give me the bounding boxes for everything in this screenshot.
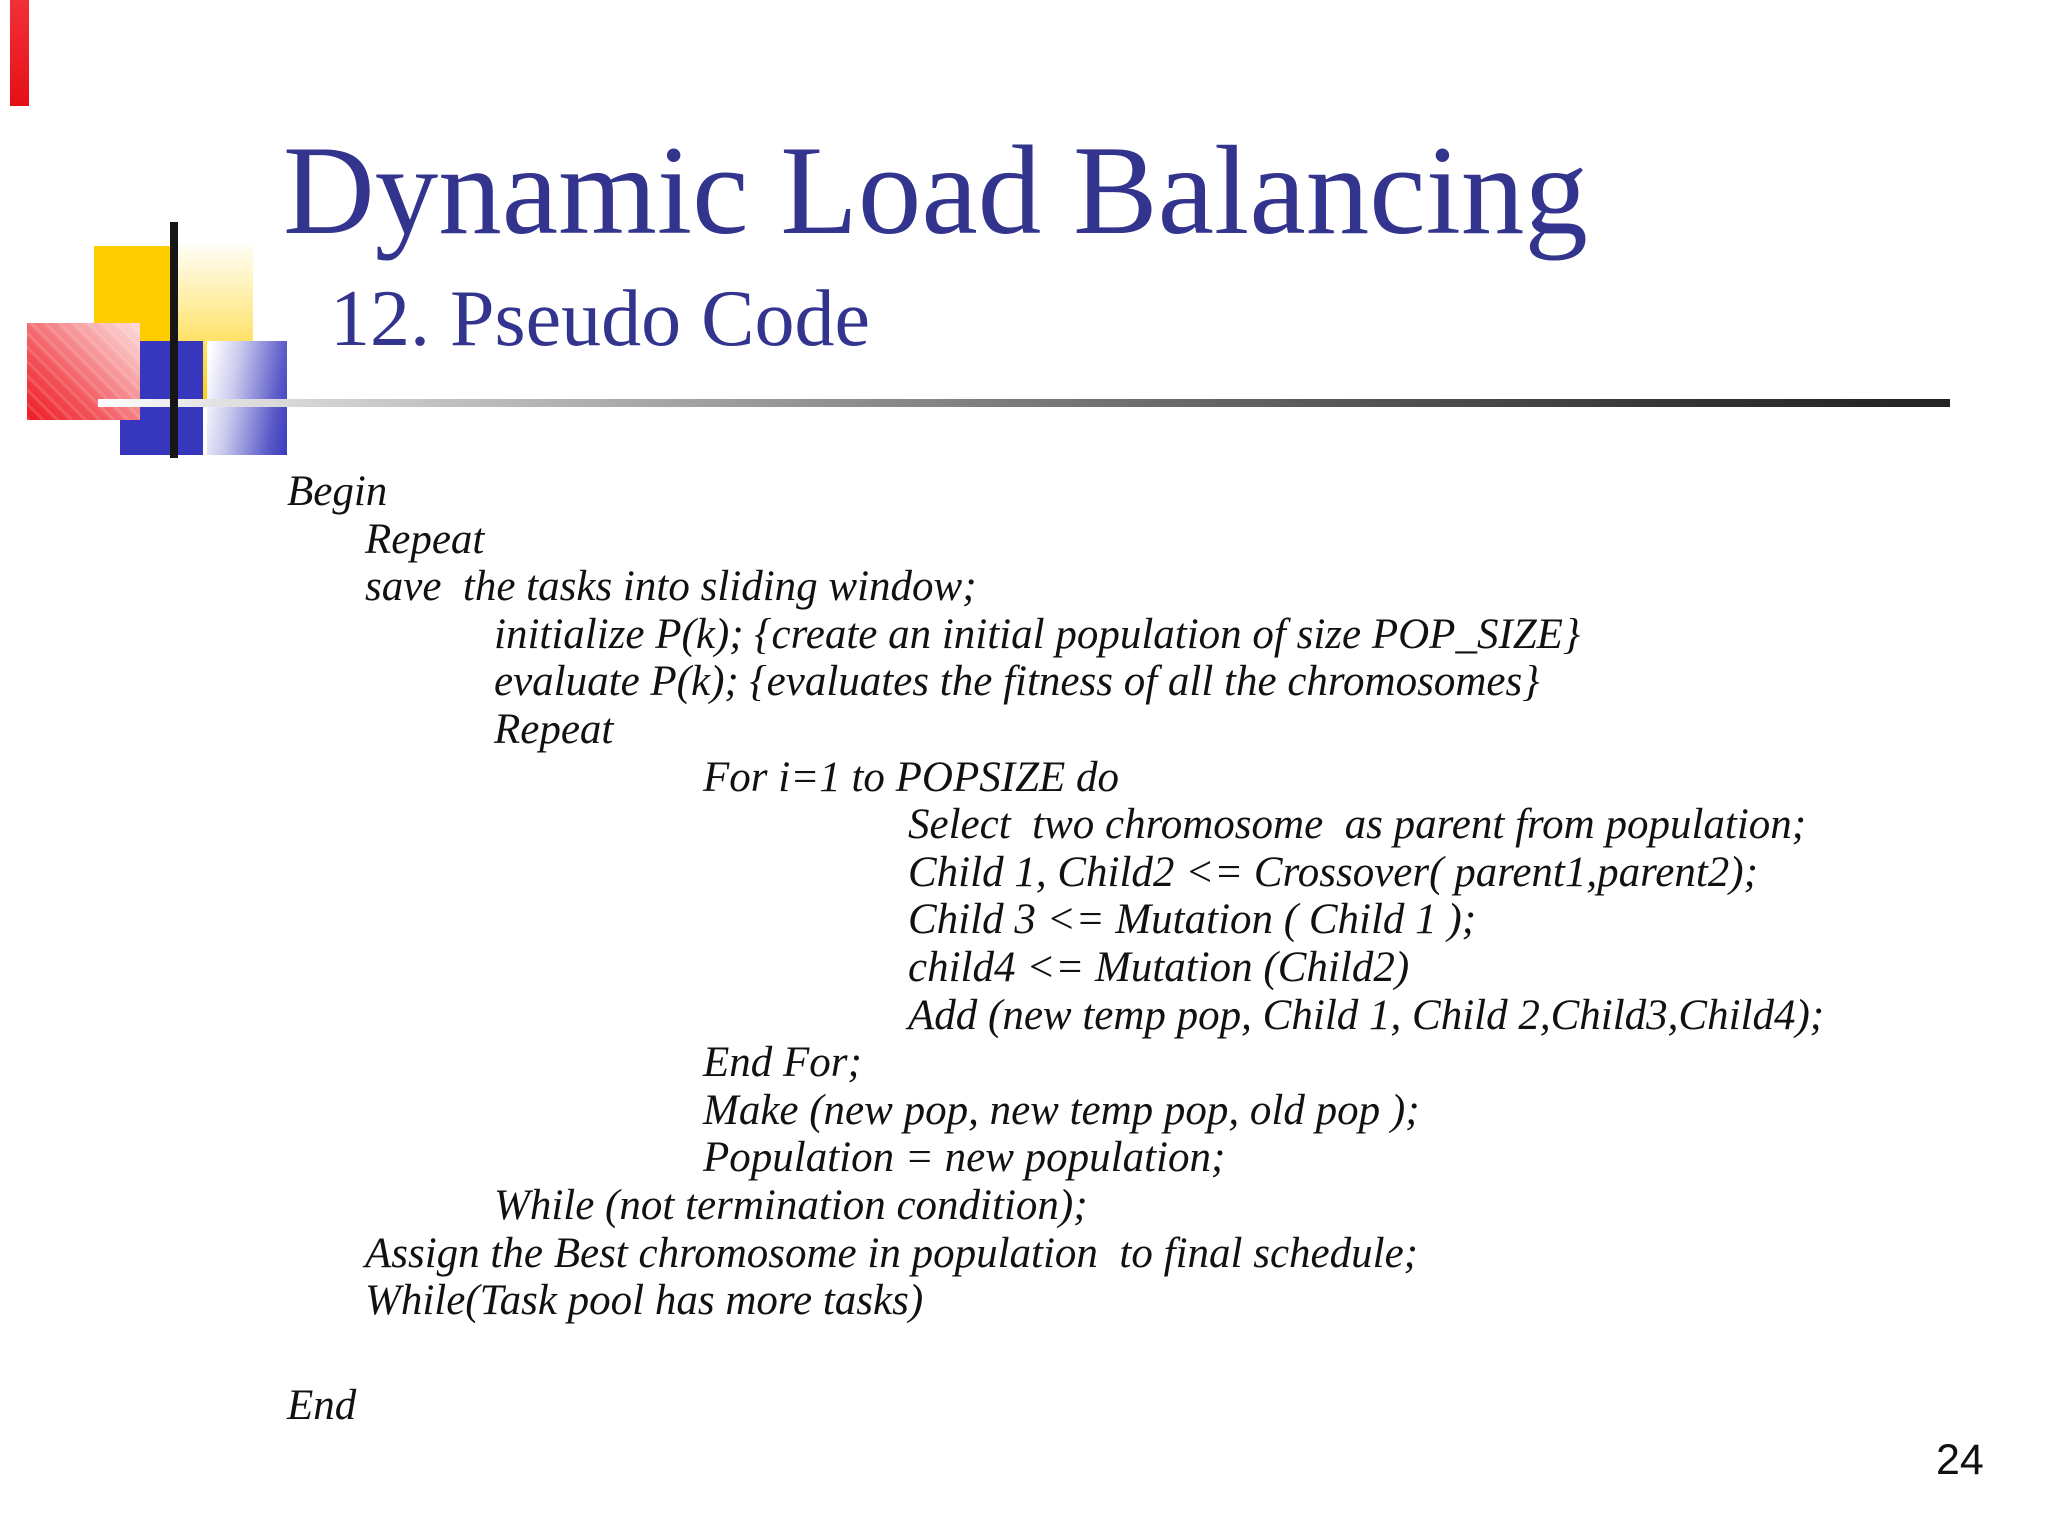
black-vertical-line xyxy=(170,222,178,458)
code-line: While (not termination condition); xyxy=(494,1181,1088,1229)
divider-line xyxy=(98,399,1950,407)
code-line: Child 3 <= Mutation ( Child 1 ); xyxy=(908,896,1477,944)
code-line: Select two chromosome as parent from pop… xyxy=(908,801,1807,849)
code-line: Repeat xyxy=(365,515,485,563)
page-number: 24 xyxy=(1936,1436,1984,1484)
code-line: While(Task pool has more tasks) xyxy=(365,1277,924,1325)
code-line: Make (new pop, new temp pop, old pop ); xyxy=(703,1086,1420,1134)
code-line: End For; xyxy=(703,1039,862,1087)
code-line: Child 1, Child2 <= Crossover( parent1,pa… xyxy=(908,848,1758,896)
slide-title: Dynamic Load Balancing xyxy=(283,121,1588,261)
slide-subtitle: 12. Pseudo Code xyxy=(330,275,870,363)
code-line: save the tasks into sliding window; xyxy=(365,563,977,611)
code-line: Repeat xyxy=(494,705,614,753)
code-line: Population = new population; xyxy=(703,1134,1226,1182)
code-line: Add (new temp pop, Child 1, Child 2,Chil… xyxy=(908,991,1825,1039)
pseudo-code: Begin Repeat save the tasks into sliding… xyxy=(0,468,2048,1325)
code-line: child4 <= Mutation (Child2) xyxy=(908,943,1410,991)
code-line: evaluate P(k); {evaluates the fitness of… xyxy=(494,658,1540,706)
red-accent-bar xyxy=(10,0,29,106)
code-line: Assign the Best chromosome in population… xyxy=(365,1229,1418,1277)
blue-square-gradient xyxy=(207,341,287,455)
code-line: For i=1 to POPSIZE do xyxy=(703,753,1119,801)
code-line: initialize P(k); {create an initial popu… xyxy=(494,610,1581,658)
code-end-label: End xyxy=(287,1382,357,1429)
code-line: Begin xyxy=(287,468,388,515)
